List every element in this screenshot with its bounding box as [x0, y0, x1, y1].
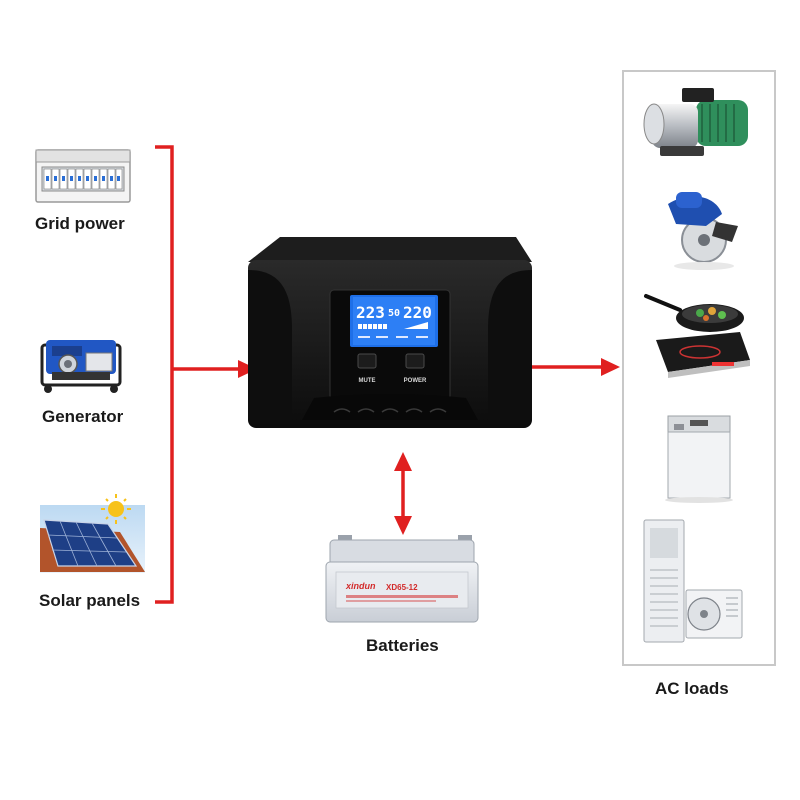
mute-label: MUTE	[359, 378, 376, 384]
input-bracket	[155, 145, 242, 604]
ac-loads-label: AC loads	[655, 679, 729, 698]
battery-double-arrow	[394, 452, 412, 535]
battery-model: XD65-12	[386, 583, 418, 592]
power-label: POWER	[404, 378, 427, 384]
solar-panels-icon	[40, 494, 145, 573]
lcd-display: 223 50 220	[350, 295, 438, 347]
air-conditioner-icon	[643, 519, 743, 643]
output-arrow	[524, 358, 620, 376]
lcd-left-value: 223	[356, 303, 385, 322]
cutting-saw-icon	[668, 192, 738, 270]
power-button[interactable]	[405, 353, 425, 369]
grid-power-icon	[35, 149, 131, 203]
sun-icon	[101, 494, 131, 524]
mute-button[interactable]	[357, 353, 377, 369]
solar-panels-label: Solar panels	[39, 591, 141, 610]
generator-label: Generator	[42, 407, 124, 426]
grid-power-label: Grid power	[35, 214, 125, 233]
lcd-right-value: 220	[403, 303, 432, 322]
generator-icon	[40, 340, 122, 393]
induction-cooker-icon	[644, 294, 750, 378]
battery-brand: xindun	[345, 581, 376, 591]
water-pump-icon	[643, 88, 748, 156]
lcd-mid-value: 50	[388, 308, 400, 319]
washing-machine-icon	[665, 415, 733, 503]
input-arrowhead	[238, 360, 257, 378]
batteries-label: Batteries	[366, 636, 439, 655]
battery-icon: xindun XD65-12	[325, 535, 479, 623]
ac-loads-frame	[622, 70, 776, 666]
